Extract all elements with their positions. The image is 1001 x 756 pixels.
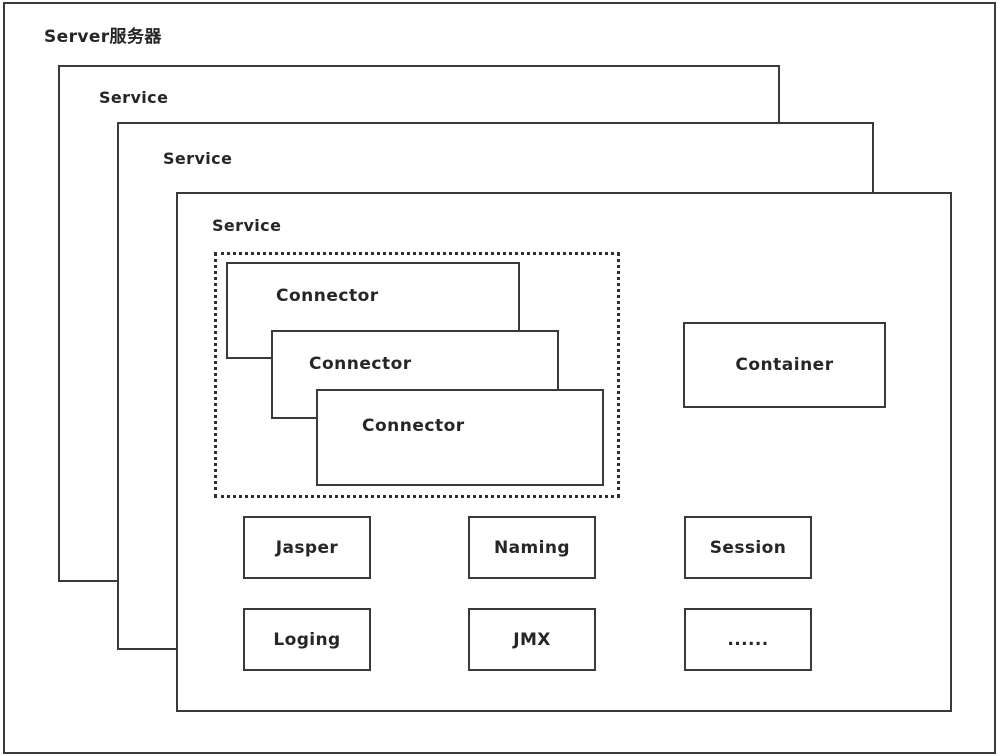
connector-label-3: Connector: [362, 416, 465, 436]
connector-group: [214, 252, 620, 498]
component-label-loging: Loging: [273, 629, 341, 650]
component-box-jasper[interactable]: Jasper: [243, 516, 371, 579]
component-box-loging[interactable]: Loging: [243, 608, 371, 671]
page-title: Server服务器: [44, 27, 162, 47]
connector-box-3[interactable]: Connector: [316, 389, 604, 486]
component-box-naming[interactable]: Naming: [468, 516, 596, 579]
component-box-session[interactable]: Session: [684, 516, 812, 579]
component-label-naming: Naming: [494, 537, 570, 558]
connector-label-1: Connector: [276, 286, 379, 306]
service-label-2: Service: [163, 149, 233, 168]
component-box-ellipsis[interactable]: ......: [684, 608, 812, 671]
container-label: Container: [735, 355, 834, 375]
component-box-jmx[interactable]: JMX: [468, 608, 596, 671]
component-label-jmx: JMX: [513, 629, 551, 650]
container-box[interactable]: Container: [683, 322, 886, 408]
component-label-session: Session: [709, 537, 787, 558]
component-label-jasper: Jasper: [275, 537, 339, 558]
service-label-3: Service: [212, 216, 282, 235]
connector-label-2: Connector: [309, 354, 412, 374]
component-label-ellipsis: ......: [727, 629, 769, 650]
service-label-1: Service: [99, 88, 169, 107]
